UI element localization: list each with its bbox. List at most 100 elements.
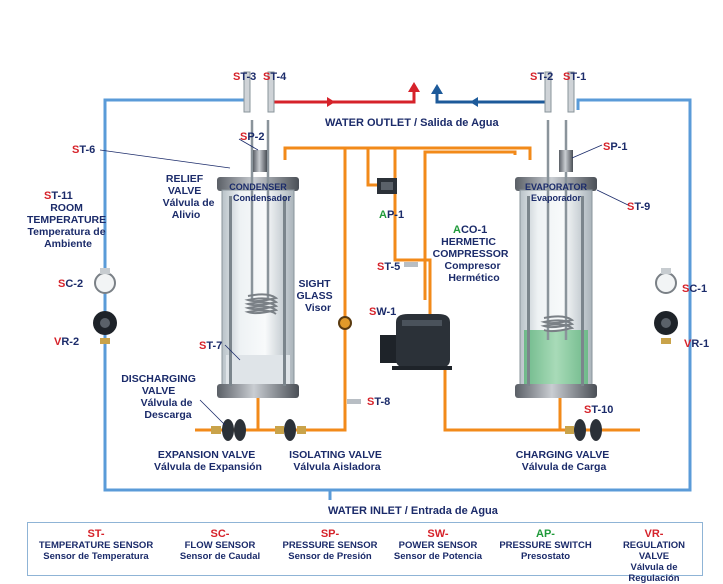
discharging-valve-line1: DISCHARGING [121,373,196,385]
tag-st7: ST-7 [199,340,222,352]
legend-spanish: Válvula de Regulación [628,562,680,584]
evaporator-label: EVAPORATOR [525,182,588,192]
tag-sp1: SP-1 [603,141,627,153]
room-temperature-label: ROOM TEMPERATURE Temperatura de Ambiente [27,202,109,250]
evaporator-column [515,71,597,398]
legend-code: SW- [427,528,449,540]
vr2-regulation-valve [93,311,117,344]
sc1-flow-sensor [655,268,677,294]
condenser-label-es: Condensador [233,193,292,203]
charging-valve-label: CHARGING VALVE Válvula de Carga [516,449,612,473]
tag-vr2: VR-2 [54,336,79,348]
tag-sw1: SW-1 [369,306,396,318]
isolating-valve-line2: Válvula Aisladora [293,461,380,473]
isolating-valve-icon [275,419,306,441]
tag-st5: ST-5 [377,261,400,273]
vr1-regulation-valve [654,311,678,344]
legend-spanish: Sensor de Temperatura [43,551,149,562]
tag-st11: ST-11 [44,190,73,202]
tag-ap1: AP-1 [379,209,404,221]
discharging-valve-line2: VALVE [142,385,175,397]
tag-sc2: SC-2 [58,278,83,290]
water-outlet-arrows [272,82,545,107]
relief-valve-line1: RELIEF [166,173,204,185]
tag-st4: ST-4 [263,71,287,83]
legend-code: AP- [536,528,555,540]
tag-st6: ST-6 [72,144,95,156]
expansion-valve-label: EXPANSION VALVE Válvula de Expansión [154,449,262,473]
tag-st3: ST-3 [233,71,256,83]
water-inlet-line [103,98,692,500]
tag-st1: ST-1 [563,71,586,83]
compressor-label: HERMETIC COMPRESSOR Compresor Hermético [433,236,512,284]
compressor-line2: HERMETIC [441,236,496,248]
isolating-valve-line1: ISOLATING VALVE [289,449,382,461]
sight-glass-line2: GLASS [296,290,332,302]
charging-valve-icon [565,419,602,441]
discharging-valve-line3: Válvula de [141,397,193,409]
legend-english: PRESSURE SWITCH [499,540,592,551]
discharging-valve-label: DISCHARGING VALVE Válvula de Descarga [121,373,199,421]
water-inlet-label: WATER INLET / Entrada de Agua [328,505,499,517]
condenser-label: CONDENSER [229,182,287,192]
tag-st8: ST-8 [367,396,390,408]
relief-valve-label: RELIEF VALVE Válvula de Alivio [163,173,218,221]
legend-english: REGULATION VALVE [622,540,686,562]
room-temperature-line1: ROOM [50,202,83,214]
room-temperature-line3: Temperatura de [28,226,106,238]
legend-english: TEMPERATURE SENSOR [38,540,154,551]
compressor-line3: COMPRESSOR [433,248,509,260]
sight-glass-label: SIGHT GLASS Visor [296,278,335,314]
st5-sensor-icon [404,262,418,267]
sight-glass-line3: Visor [305,302,331,314]
condenser-column [217,71,299,398]
legend-english: POWER SENSOR [398,540,478,551]
sc2-flow-sensor [94,268,116,294]
legend-code: SC- [210,528,230,540]
legend-code: ST- [87,528,105,540]
relief-valve-line4: Alivio [172,209,201,221]
expansion-valve-line1: EXPANSION VALVE [158,449,255,461]
legend-code: VR- [644,528,664,540]
legend-english: PRESSURE SENSOR [282,540,378,551]
tag-sc1: SC-1 [682,283,707,295]
legend-code: SP- [320,528,340,540]
room-temperature-line2: TEMPERATURE [27,214,106,226]
legend-spanish: Sensor de Potencia [393,551,483,562]
evaporator-label-es: Evaporador [531,193,582,203]
relief-valve-line3: Válvula de [163,197,215,209]
pressure-switch [377,178,397,194]
tag-vr1: VR-1 [684,338,709,350]
tag-aco1: ACO-1 [453,224,487,236]
sight-glass-line1: SIGHT [298,278,331,290]
expansion-valve-line2: Válvula de Expansión [154,461,262,473]
leader-lines [99,138,629,426]
sight-glass-icon [338,316,352,330]
compressor-line4: Compresor [445,260,501,272]
legend-spanish: Presostato [520,551,571,562]
tag-st2: ST-2 [530,71,553,83]
legend-english: FLOW SENSOR [184,540,256,551]
discharging-valve-line4: Descarga [144,409,191,421]
compressor-line5: Hermético [448,272,499,284]
legend-spanish: Sensor de Caudal [179,551,261,562]
tag-sp2: SP-2 [240,131,264,143]
legend-spanish: Sensor de Presión [288,551,372,562]
relief-valve-line2: VALVE [168,185,201,197]
charging-valve-line1: CHARGING VALVE [516,449,610,461]
tag-st10: ST-10 [584,404,613,416]
expansion-valve-icon [234,419,246,441]
st8-sensor-icon [347,399,361,404]
charging-valve-line2: Válvula de Carga [522,461,607,473]
water-outlet-label: WATER OUTLET / Salida de Agua [325,117,499,129]
isolating-valve-label: ISOLATING VALVE Válvula Aisladora [289,449,385,473]
